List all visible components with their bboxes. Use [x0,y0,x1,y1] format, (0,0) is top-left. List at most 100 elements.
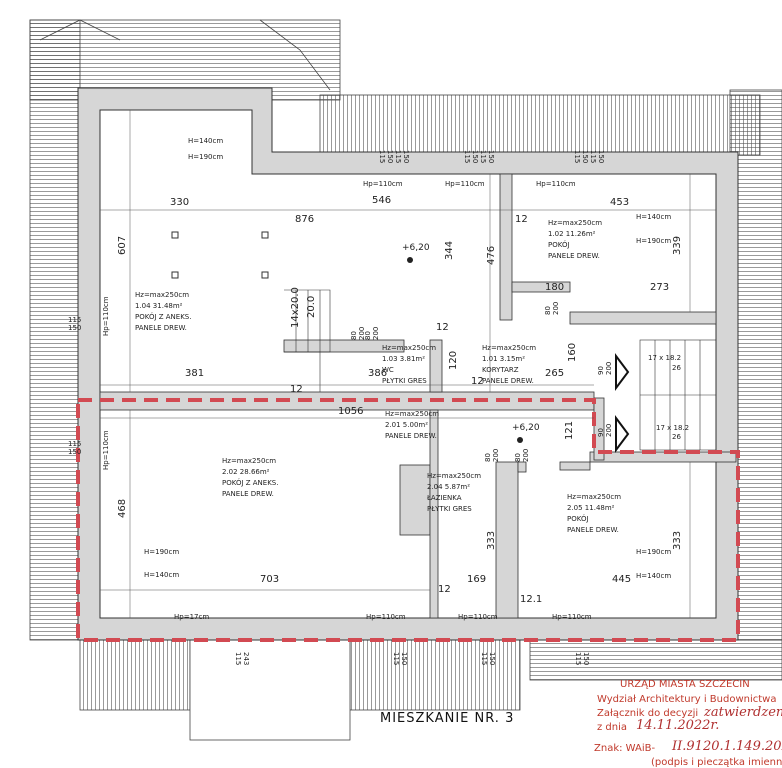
stamp-line5-handwritten: II.9120.1.149.2022 [671,739,782,754]
elevation-mark-upper [407,257,413,263]
dim-d339: 339 [672,236,683,255]
room-r101-name: KORYTARZ [482,366,519,374]
stair-arrows [615,353,630,453]
room-r101-floor: PANELE DREW. [482,377,534,385]
elevation-upper: +6,20 [402,243,430,253]
dim-d468: 468 [117,499,128,518]
dim-d333a: 333 [486,531,497,550]
door-dr5-height: 200 [605,424,613,437]
door-dr3-height: 200 [552,302,560,315]
height-hp17: Hp=17cm [174,613,209,621]
door-dr7-height: 200 [522,449,530,462]
height-h140a: H=140cm [188,137,223,145]
window-w10-bottom: 150 [400,652,408,665]
dim-d200: 20.0 [306,296,317,318]
dim-d12a: 12 [515,214,528,225]
dimension-lines [100,110,716,618]
dim-d12d: 12 [471,376,484,387]
room-r102-area: 1.02 11.26m² [548,230,596,238]
height-h140b: H=140cm [636,213,671,221]
stamp-line5: Znak: WAiB- [594,743,655,754]
stamp-line1: URZĄD MIASTA SZCZECIN [620,679,750,690]
stamp-line3: Załącznik do decyzji [597,708,698,719]
elevation-mark-lower [517,437,523,443]
dim-d1420: 14x20.0 [290,287,301,328]
dim-d386: 386 [368,368,387,379]
height-hp110g: Hp=110cm [458,613,498,621]
window-w9-bottom: 243 [242,652,250,665]
dim-d445: 445 [612,574,631,585]
window-w1-bottom: 150 [386,150,394,163]
height-hp110e: Hp=110cm [102,430,110,470]
stairs [284,289,717,451]
height-h190a: H=190cm [188,153,223,161]
room-r204-floor: PŁYTKI GRES [427,505,472,513]
dim-d453: 453 [610,197,629,208]
window-w8-bottom: 150 [68,448,81,456]
window-w8-top: 115 [68,440,81,448]
window-w9-top: 115 [234,652,242,665]
stairs-s2b: 26 [672,433,681,441]
window-w1-top: 115 [378,150,386,163]
room-r205-floor: PANELE DREW. [567,526,619,534]
height-hp110f: Hp=110cm [366,613,406,621]
dim-d607: 607 [117,236,128,255]
dim-d703: 703 [260,574,279,585]
room-r202-name: POKÓJ Z ANEKS. [222,478,278,487]
watermark-text: NIERUCHOMOŚCI [558,710,715,729]
window-w4-top: 115 [479,150,487,163]
dim-d546: 546 [372,195,391,206]
stairs-s1: 17 x 18.2 [648,354,681,362]
room-r202-floor: PANELE DREW. [222,490,274,498]
room-r101-height: Hz=max250cm [482,344,536,352]
height-h140c: H=140cm [144,571,179,579]
room-r204-area: 2.04 5.87m² [427,483,470,491]
window-w5-bottom: 150 [581,150,589,163]
window-w6-top: 115 [589,150,597,163]
room-r102-name: POKÓJ [548,240,570,249]
dim-d121: 121 [564,421,575,440]
height-hp110b: Hp=110cm [445,180,485,188]
room-r202-height: Hz=max250cm [222,457,276,465]
room-r103-area: 1.03 3.81m² [382,355,425,363]
dim-d160: 160 [567,343,578,362]
door-dr3-width: 80 [544,306,552,315]
room-r201-height: Hz=max250cm [385,410,439,418]
height-h190b: H=190cm [636,237,671,245]
door-dr6-height: 200 [492,449,500,462]
room-r201-floor: PANELE DREW. [385,432,437,440]
walls [77,87,739,641]
window-w12-bottom: 150 [582,652,590,665]
room-r104-height: Hz=max250cm [135,291,189,299]
door-dr2-width: 80 [364,331,372,340]
window-w2-bottom: 150 [402,150,410,163]
dim-d12b: 12 [290,384,303,395]
window-w11-bottom: 150 [488,652,496,665]
height-hp110c: Hp=110cm [536,180,576,188]
door-dr4-height: 200 [605,362,613,375]
room-r102-height: Hz=max250cm [548,219,602,227]
dim-d1056: 1056 [338,406,363,417]
height-hp110d: Hp=110cm [102,296,110,336]
room-r205-height: Hz=max250cm [567,493,621,501]
window-w4-bottom: 150 [487,150,495,163]
columns [171,231,269,279]
dim-d180: 180 [545,282,564,293]
window-w3-bottom: 150 [471,150,479,163]
plan-title: MIESZKANIE NR. 3 [380,711,514,726]
dim-d120: 120 [448,351,459,370]
window-w3-top: 115 [463,150,471,163]
room-r102-floor: PANELE DREW. [548,252,600,260]
room-r103-floor: PŁYTKI GRES [382,377,427,385]
room-r104-name: POKÓJ Z ANEKS. [135,312,191,321]
stamp-line4: z dnia [597,722,627,733]
dim-d121b: 12.1 [520,594,542,605]
stamp-line3-handwritten: zatwierdzenia [703,705,782,720]
dim-d876: 876 [295,214,314,225]
stamp-line2: Wydział Architektury i Budownictwa [597,694,776,705]
height-h190d: H=190cm [636,548,671,556]
window-w12-top: 115 [574,652,582,665]
door-dr5-width: 90 [597,428,605,437]
room-r104-floor: PANELE DREW. [135,324,187,332]
